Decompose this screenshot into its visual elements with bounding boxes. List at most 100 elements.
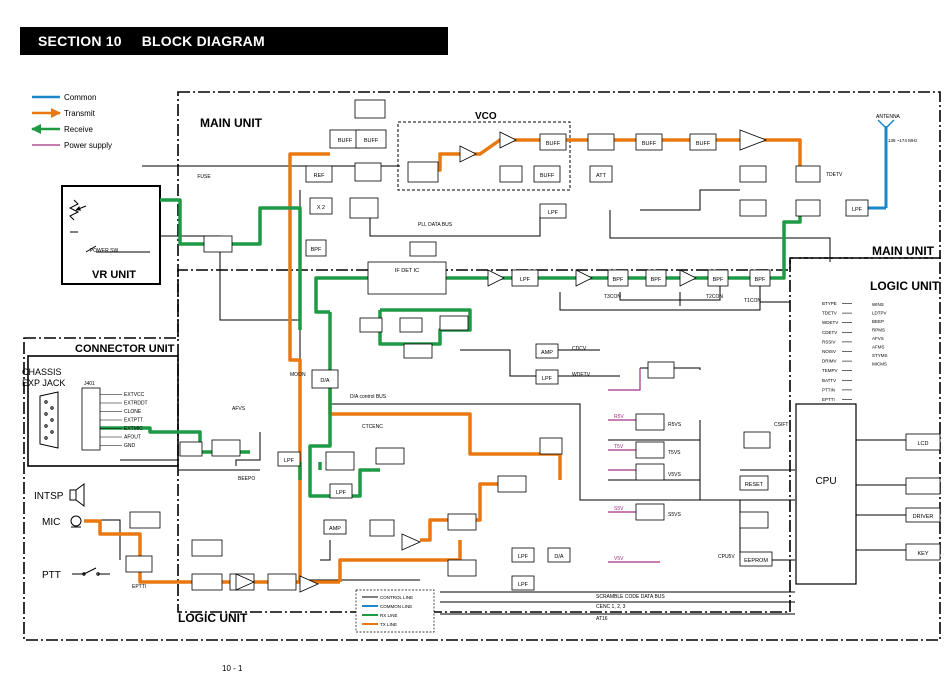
wn-sw-3-block: [399, 317, 423, 333]
exp-pin-extptt: EXTPTT: [124, 418, 143, 424]
ifdet-block: [367, 261, 447, 295]
pwr-amp-block: [179, 441, 203, 457]
amp-af-block: [323, 519, 347, 535]
exp-pin-clone: CLONE: [124, 409, 142, 415]
lpf-rx-2-block: [535, 369, 559, 385]
pptt-signal: EPTTI: [132, 584, 146, 590]
cenc-signal: CENC 1, 2, 3: [596, 604, 626, 610]
vr-unit-frame: [61, 185, 161, 285]
antenna-freq-label: 136 ~174 MHz: [888, 138, 918, 143]
exp-jack-connector-icon: [39, 391, 59, 449]
ref-block: [305, 165, 333, 183]
wn-sw-4-block: [539, 437, 563, 455]
line-key-rx: RX LINE: [380, 613, 398, 618]
af-mute-5-block: [129, 511, 161, 529]
lpf-af-2-block: [329, 483, 353, 499]
ifdet-label: IF DET IC: [395, 268, 419, 274]
amp-mic-2: [299, 575, 319, 593]
amp-rx-2-block: [535, 343, 559, 359]
eeprom-label: EEPROM: [744, 558, 768, 564]
line-key-common: COMMON LINE: [380, 604, 412, 609]
bpf-1-label: BPF: [311, 247, 322, 253]
io-labels: CHASSIS EXP JACK J401 INTSP MIC PTT ANTE…: [22, 114, 918, 581]
buff-5-block: [635, 133, 663, 151]
vco-frame: [397, 121, 571, 191]
speaker-icon: [69, 483, 85, 507]
cpu-right-port-ldtpv: LDTPV: [872, 311, 887, 316]
unit-frames: [23, 91, 941, 641]
buff-6-block: [689, 133, 717, 151]
de-enpha-block: [211, 439, 241, 457]
pre-enpha-block: [267, 573, 297, 591]
cpu-port-btype: BTYPE: [822, 301, 837, 306]
driver-block: [905, 507, 941, 523]
pll-data-signal: PLL DATA BUS: [418, 222, 453, 228]
loop-fil-block: [354, 162, 382, 182]
exp-pin-extmic: EXTMIC: [124, 426, 143, 432]
cpu5v-block: [739, 511, 769, 529]
t3con-signal: T3CON: [604, 294, 621, 300]
afvs-signal: AFVS: [232, 406, 246, 412]
exp-pin-extrddt: EXTRDDT: [124, 401, 148, 407]
line-key: CONTROL LINE COMMON LINE RX LINE TX LINE: [355, 589, 435, 633]
moon-signal: MOON: [290, 372, 306, 378]
key-label: KEY: [917, 551, 928, 557]
da-block: [311, 369, 339, 389]
lpf-tx-label: LPF: [518, 554, 529, 560]
cpu-port-noisv: NOISV: [822, 349, 836, 354]
page-number: 10 - 1: [222, 664, 243, 673]
cpu-port-wdetv: WDETV: [822, 320, 838, 325]
limit-amp-block: [497, 475, 527, 493]
cdcv-signal: CDCV: [572, 346, 587, 352]
pll-ic-block: [349, 197, 379, 219]
lpf-af-block: [277, 451, 301, 467]
lcd-block: [905, 433, 941, 451]
antenna-label: ANTENNA: [876, 114, 901, 120]
lpf-tx-2-label: LPF: [518, 582, 529, 588]
logic-unit-right-label: LOGIC UNIT: [870, 279, 940, 293]
lpf-vco-block: [539, 203, 567, 219]
bpf-2-label: BPF: [613, 277, 624, 283]
t2con-signal: T2CON: [706, 294, 723, 300]
backlight-block: [905, 477, 941, 495]
bpf-5-block: [749, 269, 771, 287]
fm-mod-block: [407, 161, 439, 183]
ceramic-fil-1-block: [439, 315, 469, 331]
amp-tx-2: [499, 131, 517, 149]
buff-1-label: BUFF: [338, 138, 353, 144]
exp-pin-gnd: GND: [124, 443, 136, 449]
ceramic-fil-2-block: [403, 343, 433, 359]
jack-ref-label: J401: [84, 381, 95, 387]
buff-4-block: [539, 133, 567, 151]
bpf-1-block: [305, 239, 327, 257]
cpu-port-pttin: PTTIN: [822, 387, 835, 392]
x2-label: X 2: [317, 205, 325, 211]
apc-ctrl-block: [739, 165, 767, 183]
mute-sw-block: [739, 199, 767, 217]
bpf-4-label: BPF: [713, 277, 724, 283]
intext-mic-sw-1-block: [191, 539, 223, 557]
blocks: [81, 99, 941, 591]
t1con-signal: T1CON: [744, 298, 761, 304]
txrx-sw-block: [587, 133, 615, 151]
cpu-right-port-afvs: AFVS: [872, 336, 884, 341]
lpf-rx-2-label: LPF: [542, 376, 553, 382]
line-key-control: CONTROL LINE: [380, 595, 413, 600]
cpu-port-drimv: DRIMV: [822, 359, 837, 364]
main-unit-right-label: MAIN UNIT: [872, 244, 935, 258]
fuse-label: FUSE: [197, 174, 211, 180]
cpu-right-port-styms: STYMS: [872, 353, 888, 358]
section-title: BLOCK DIAGRAM: [141, 33, 265, 49]
vco-label: VCO: [475, 111, 497, 122]
ant-sw-block: [795, 199, 821, 217]
buff-2-block: [355, 129, 387, 149]
buff-5-label: BUFF: [642, 141, 657, 147]
ripple-fil-block: [354, 99, 386, 119]
cpu-right-port-wins: WINS: [872, 302, 884, 307]
power-sw-label: POWER SW: [90, 248, 119, 254]
rsvs-signal: R5VS: [668, 422, 682, 428]
lpf-tx-2-block: [511, 575, 535, 591]
btype-det-block: [647, 361, 675, 379]
t5v-signal: T5V: [614, 444, 624, 450]
